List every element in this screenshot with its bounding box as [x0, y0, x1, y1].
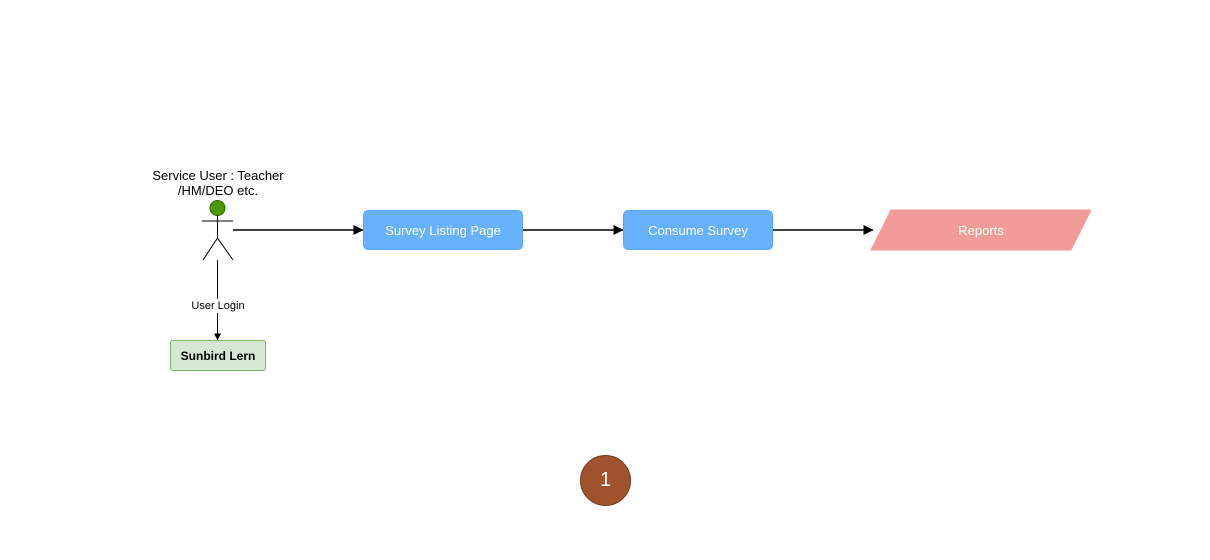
- step-number-badge: 1: [580, 455, 631, 506]
- actor-label-line-1: Service User : Teacher: [152, 168, 284, 183]
- survey-listing-page-label: Survey Listing Page: [385, 222, 501, 238]
- actor-head: [209, 200, 226, 216]
- actor-label-line-2: /HM/DEO etc.: [177, 183, 259, 198]
- consume-survey-label: Consume Survey: [648, 222, 748, 238]
- user-login-label: User Login: [180, 299, 256, 313]
- reports-shape: [870, 209, 1092, 251]
- consume-survey-node[interactable]: Consume Survey: [623, 210, 773, 250]
- sunbird-lern-node[interactable]: Sunbird Lern: [170, 340, 266, 371]
- actor-figure: [202, 200, 234, 261]
- survey-listing-page-node[interactable]: Survey Listing Page: [363, 210, 523, 250]
- reports-node[interactable]: Reports: [871, 210, 1091, 250]
- reports-label: Reports: [958, 222, 1004, 238]
- actor-label: Service User : Teacher /HM/DEO etc.: [143, 168, 293, 198]
- actor-left-leg: [202, 237, 218, 261]
- actor-right-leg: [217, 237, 234, 261]
- step-number: 1: [599, 469, 612, 491]
- sunbird-lern-label: Sunbird Lern: [180, 348, 256, 363]
